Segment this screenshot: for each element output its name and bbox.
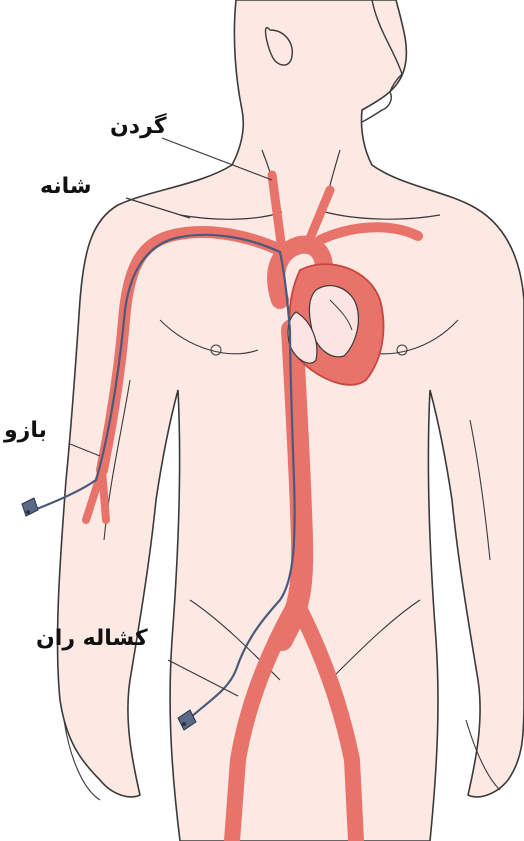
catheter-hub-icon (22, 498, 38, 516)
label-shoulder: شانه (40, 176, 92, 198)
label-neck: گردن (110, 116, 167, 138)
label-groin: کشاله ران (36, 628, 148, 650)
label-arm: بازو (4, 420, 47, 442)
forearm-branch (102, 470, 106, 520)
